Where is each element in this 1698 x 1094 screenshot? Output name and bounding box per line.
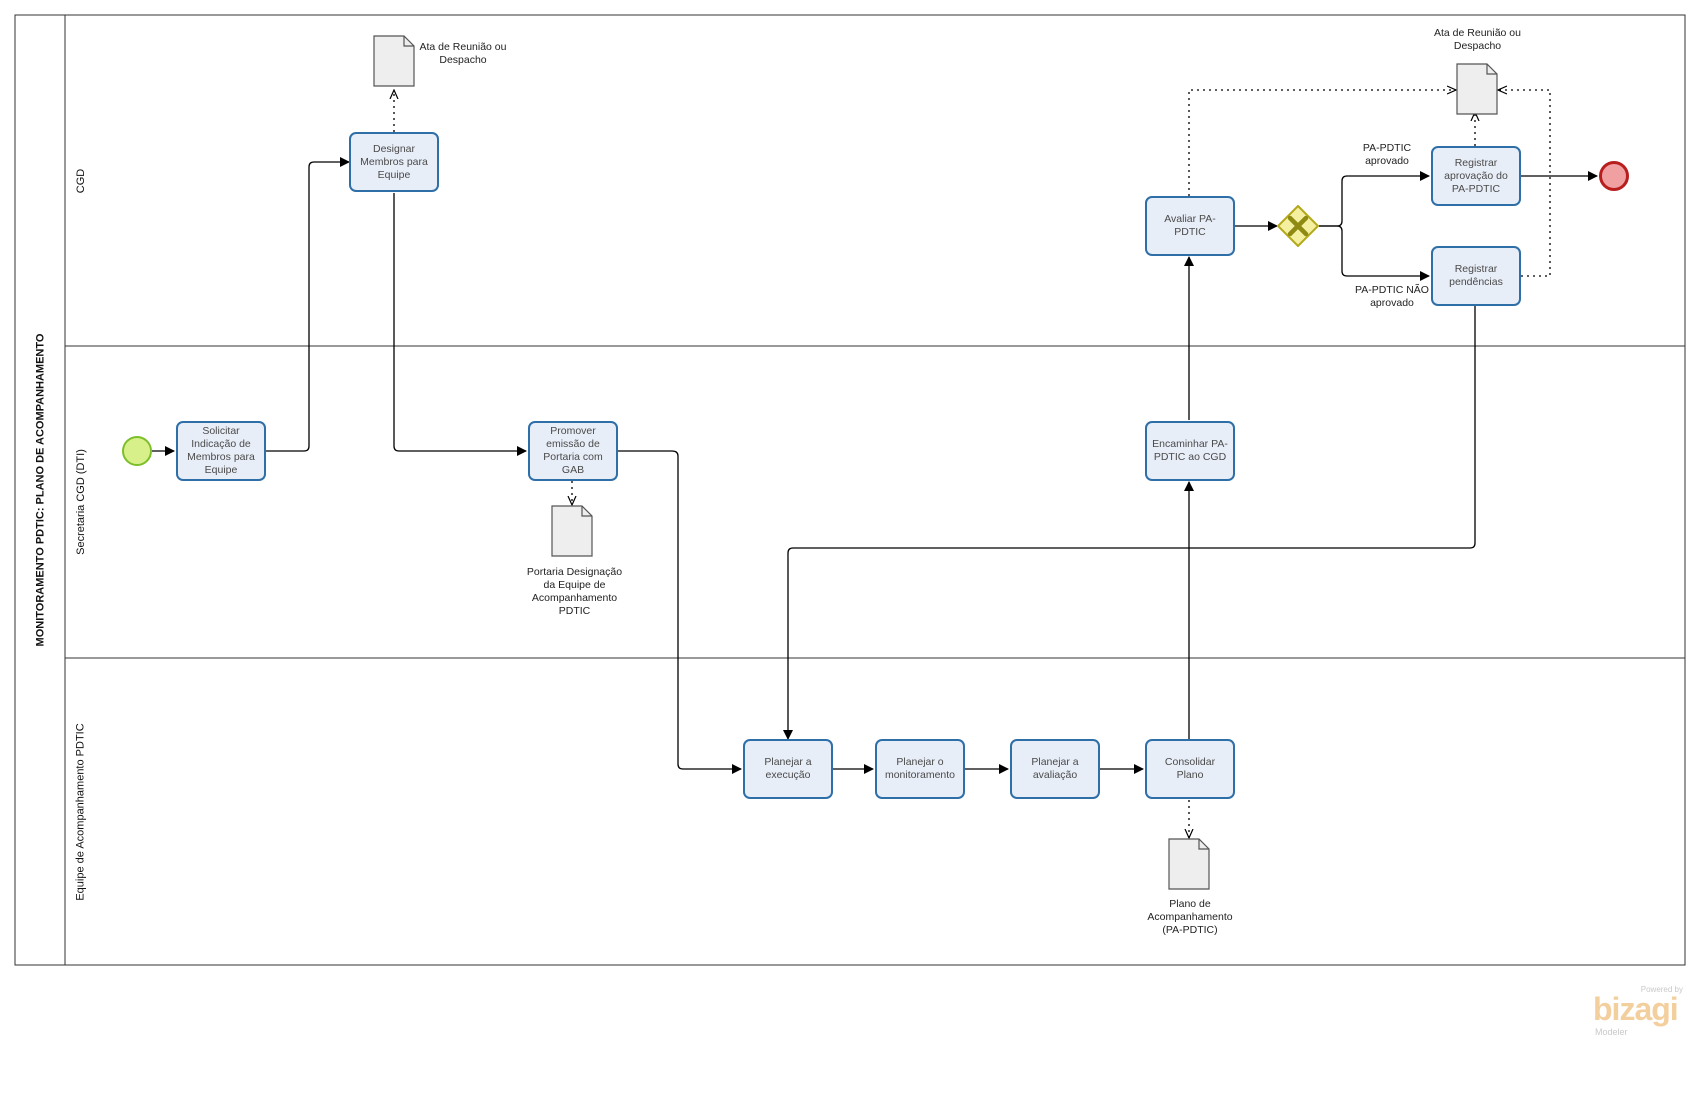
task-solicitar-indicacao[interactable]: Solicitar Indicação de Membros para Equi… [176,421,266,481]
task-encaminhar[interactable]: Encaminhar PA-PDTIC ao CGD [1145,421,1235,481]
lane-cgd-label: CGD [74,168,87,193]
document-icon-portaria[interactable] [551,505,593,557]
flow-promover-to-planejar-execucao [618,450,742,774]
task-planejar-avaliacao[interactable]: Planejar a avaliação [1010,739,1100,799]
document-icon-ata-2[interactable] [1456,63,1498,115]
task-registrar-aprovacao[interactable]: Registrar aprovação do PA-PDTIC [1431,146,1521,206]
pool-frame [14,14,1686,966]
flow-gateway-to-registrar-pendencias [1319,225,1430,281]
end-event[interactable] [1599,161,1629,191]
task-designar-membros[interactable]: Designar Membros para Equipe [349,132,439,192]
lane-equipe: Equipe de Acompanhamento PDTIC [65,658,97,965]
flow-label-nao-aprovado: PA-PDTIC NÃO aprovado [1355,284,1429,309]
document-icon-plano[interactable] [1168,838,1210,890]
exclusive-gateway[interactable] [1277,205,1319,247]
task-planejar-monitoramento[interactable]: Planejar o monitoramento [875,739,965,799]
brand-name: bizagi [1593,991,1679,1027]
brand-product: Modeler [1595,1027,1628,1037]
flow-pendencias-to-planejar-execucao [783,306,1476,740]
flow-label-aprovado: PA-PDTIC aprovado [1362,142,1412,167]
associations [394,90,1551,838]
start-event[interactable] [122,436,152,466]
lane-secretaria-label: Secretaria CGD (DTI) [75,449,87,555]
lane-cgd: CGD [65,15,97,346]
assoc-avaliar-to-ata-2 [1188,90,1456,196]
artifact-plano-label: Plano de Acompanhamento (PA-PDTIC) [1147,898,1233,936]
lane-equipe-label: Equipe de Acompanhamento PDTIC [75,722,88,901]
assoc-pendencias-to-ata-2 [1498,90,1551,277]
brand-powered-by: Powered by [1640,985,1683,994]
artifact-ata-2-label: Ata de Reunião ou Despacho [1434,27,1521,52]
artifact-ata-1-label: Ata de Reunião ou Despacho [419,41,507,66]
task-consolidar-plano[interactable]: Consolidar Plano [1145,739,1235,799]
lane-secretaria: Secretaria CGD (DTI) [65,346,97,658]
task-promover-emissao[interactable]: Promover emissão de Portaria com GAB [528,421,618,481]
task-planejar-execucao[interactable]: Planejar a execução [743,739,833,799]
task-registrar-pendencias[interactable]: Registrar pendências [1431,246,1521,306]
document-icon-ata-1[interactable] [373,35,415,87]
pool-title-text: MONITORAMENTO PDTIC: PLANO DE ACOMPANHAM… [34,333,47,647]
pool-title: MONITORAMENTO PDTIC: PLANO DE ACOMPANHAM… [15,15,65,965]
artifact-portaria-label: Portaria Designação da Equipe de Acompan… [526,566,623,617]
sequence-flows [152,157,1598,774]
task-avaliar[interactable]: Avaliar PA-PDTIC [1145,196,1235,256]
bizagi-logo: Powered by bizagi Modeler [1593,985,1683,1037]
flow-designar-to-promover [393,193,527,456]
flow-solicitar-to-designar [266,157,350,452]
